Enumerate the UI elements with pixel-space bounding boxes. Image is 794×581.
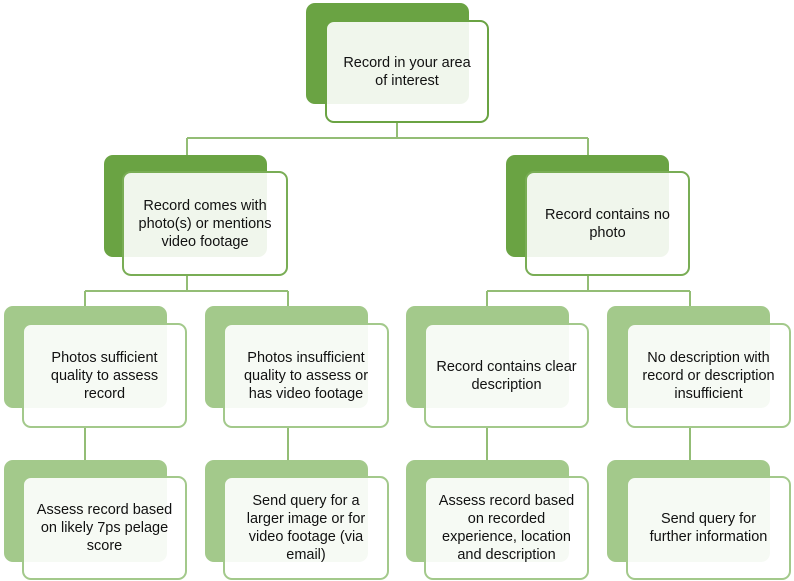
connector-root bbox=[186, 122, 589, 156]
connector-level3 bbox=[84, 426, 691, 461]
node-no-description-label: No description with record or descriptio… bbox=[642, 349, 775, 402]
node-assess-experience: Assess record based on recorded experien… bbox=[406, 460, 589, 580]
node-photo-label: Record comes with photo(s) or mentions v… bbox=[138, 197, 272, 250]
node-clear-description-label: Record contains clear description bbox=[436, 358, 577, 393]
connector-photo bbox=[84, 275, 289, 306]
node-clear-description: Record contains clear description bbox=[406, 306, 589, 428]
connector-no-photo bbox=[486, 275, 691, 306]
node-photos-sufficient: Photos sufficient quality to assess reco… bbox=[4, 306, 187, 428]
node-send-query-image: Send query for a larger image or for vid… bbox=[205, 460, 389, 580]
node-no-photo: Record contains no photo bbox=[506, 155, 690, 276]
node-send-query-info: Send query for further information bbox=[607, 460, 791, 580]
node-root: Record in your area of interest bbox=[306, 3, 489, 123]
node-assess-pelage-label: Assess record based on likely 7ps pelage… bbox=[36, 502, 173, 554]
node-photos-insufficient: Photos insufficient quality to assess or… bbox=[205, 306, 389, 428]
node-send-query-info-label: Send query for further information bbox=[649, 511, 768, 545]
node-photos-sufficient-label: Photos sufficient quality to assess reco… bbox=[50, 349, 159, 402]
node-assess-pelage: Assess record based on likely 7ps pelage… bbox=[4, 460, 187, 580]
node-photo: Record comes with photo(s) or mentions v… bbox=[104, 155, 288, 276]
node-no-description: No description with record or descriptio… bbox=[607, 306, 791, 428]
node-no-photo-label: Record contains no photo bbox=[545, 206, 670, 241]
node-assess-experience-label: Assess record based on recorded experien… bbox=[438, 493, 575, 563]
node-send-query-image-label: Send query for a larger image or for vid… bbox=[246, 493, 366, 563]
node-photos-insufficient-label: Photos insufficient quality to assess or… bbox=[243, 349, 369, 402]
node-root-label: Record in your area of interest bbox=[343, 54, 471, 89]
